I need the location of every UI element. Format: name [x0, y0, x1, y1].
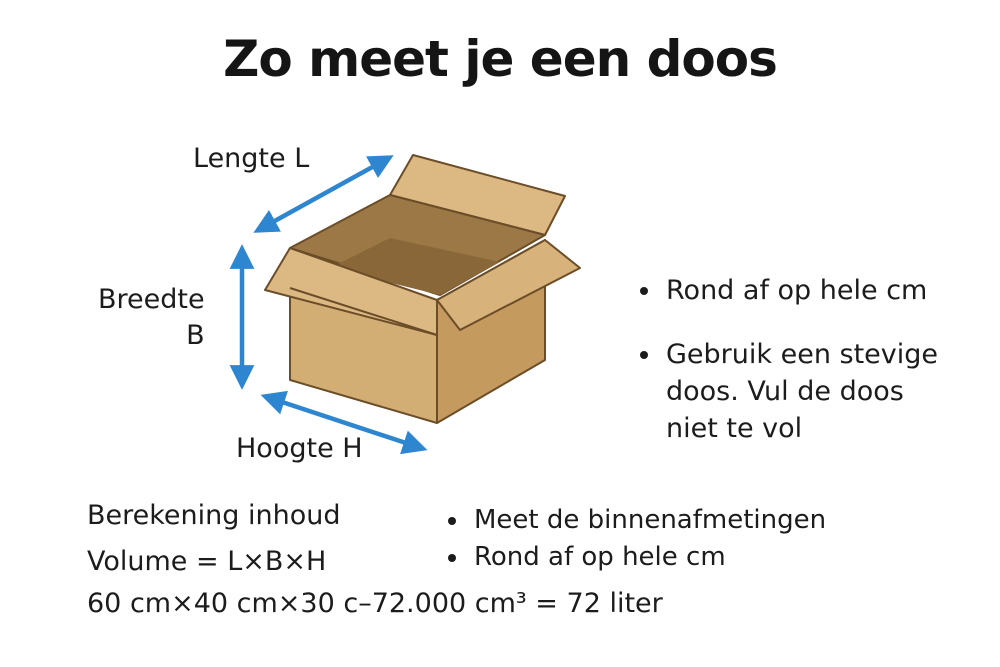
list-item: Meet de binnenafmetingen: [446, 502, 966, 539]
dimension-arrows: [229, 155, 428, 455]
length-label: Lengte L: [193, 143, 310, 174]
width-label: Breedte B: [98, 282, 205, 354]
page-title: Zo meet je een doos: [223, 30, 778, 88]
volume-formula: Volume = L×B×H: [87, 546, 327, 577]
box-inside-floor: [330, 238, 500, 295]
measure-tips-list: Meet de binnenafmetingen Rond af op hele…: [446, 502, 966, 576]
length-arrow: [253, 155, 394, 233]
cardboard-box-icon: [264, 154, 581, 424]
width-label-line1: Breedte: [98, 284, 205, 315]
tips-list: Rond af op hele cm Gebruik een stevige d…: [638, 272, 978, 474]
height-arrow: [260, 390, 428, 455]
calculation-heading: Berekening inhoud: [87, 500, 341, 531]
list-item: Gebruik een stevige doos. Vul de doos ni…: [638, 336, 978, 447]
box-right-flap: [436, 239, 581, 331]
width-label-line2: B: [186, 320, 205, 351]
volume-example: 60 cm×40 cm×30 c–72.000 cm³ = 72 liter: [87, 588, 663, 619]
list-item: Rond af op hele cm: [638, 272, 978, 309]
height-label: Hoogte H: [236, 433, 363, 464]
list-item: Rond af op hele cm: [446, 539, 966, 576]
